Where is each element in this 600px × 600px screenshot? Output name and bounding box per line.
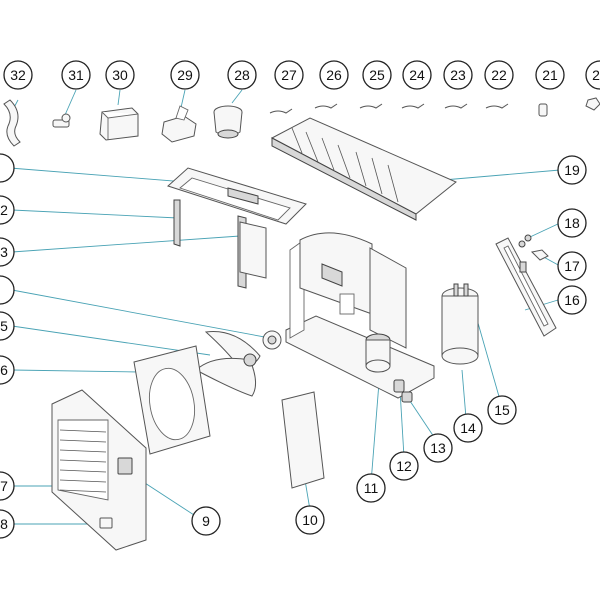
part-1-3-top-frame — [167, 167, 307, 289]
part-4-motor — [262, 330, 282, 350]
callout-27: 27 — [274, 60, 304, 90]
callout-32: 32 — [3, 60, 33, 90]
svg-text:18: 18 — [564, 215, 580, 231]
part-32-hose — [3, 99, 21, 147]
callout-16: 16 — [557, 285, 587, 315]
svg-text:29: 29 — [177, 67, 193, 83]
svg-text:10: 10 — [302, 512, 318, 528]
callout-17: 17 — [557, 251, 587, 281]
callout-23: 23 — [443, 60, 473, 90]
part-16-side-panel — [495, 237, 557, 337]
svg-text:30: 30 — [112, 67, 128, 83]
part-17-clip — [530, 249, 549, 261]
part-30-relay — [99, 107, 139, 141]
svg-text:16: 16 — [564, 292, 580, 308]
svg-text:8: 8 — [0, 516, 8, 532]
callout-7: 7 — [0, 471, 15, 501]
callout-29: 29 — [170, 60, 200, 90]
svg-text:27: 27 — [281, 67, 297, 83]
callout-19: 19 — [557, 155, 587, 185]
callout-13: 13 — [423, 433, 453, 463]
svg-text:22: 22 — [491, 67, 507, 83]
callout-20: 2 — [585, 60, 600, 90]
callout-2: 2 — [0, 195, 15, 225]
callout-25: 25 — [362, 60, 392, 90]
svg-text:31: 31 — [68, 67, 84, 83]
callout-10: 10 — [295, 505, 325, 535]
svg-text:14: 14 — [460, 420, 476, 436]
part-28-fan-motor — [213, 105, 243, 139]
callout-1 — [0, 153, 15, 183]
callout-22: 22 — [484, 60, 514, 90]
part-8-label — [99, 517, 113, 529]
callout-5: 5 — [0, 311, 15, 341]
callout-11: 11 — [356, 473, 386, 503]
svg-text:9: 9 — [202, 513, 210, 529]
part-29-clip — [161, 105, 197, 143]
callout-26: 26 — [319, 60, 349, 90]
callout-18: 18 — [557, 208, 587, 238]
svg-text:25: 25 — [369, 67, 385, 83]
svg-text:24: 24 — [409, 67, 425, 83]
part-31-valve — [52, 113, 71, 128]
part-14-heat-exchanger — [441, 283, 479, 365]
svg-text:5: 5 — [0, 318, 8, 334]
svg-text:17: 17 — [564, 258, 580, 274]
part-18-screw — [518, 234, 532, 248]
callout-4 — [0, 275, 15, 305]
part-13-valve — [401, 391, 413, 403]
svg-text:32: 32 — [10, 67, 26, 83]
svg-text:2: 2 — [592, 67, 600, 83]
callout-28: 28 — [227, 60, 257, 90]
callout-24: 24 — [402, 60, 432, 90]
callout-6: 6 — [0, 355, 15, 385]
callout-15: 15 — [487, 395, 517, 425]
svg-text:11: 11 — [364, 480, 379, 496]
callout-30: 30 — [105, 60, 135, 90]
svg-text:19: 19 — [564, 162, 580, 178]
part-19-top-panel — [270, 117, 457, 221]
part-10-panel — [281, 391, 325, 489]
part-21-connector — [538, 103, 548, 117]
callout-3: 3 — [0, 237, 15, 267]
parts-22-27-sensors — [269, 103, 509, 114]
svg-text:7: 7 — [0, 478, 8, 494]
part-5-propeller — [195, 331, 261, 397]
svg-text:21: 21 — [542, 67, 558, 83]
callout-8: 8 — [0, 509, 15, 539]
svg-text:2: 2 — [0, 202, 8, 218]
base-chassis — [285, 232, 435, 399]
part-9-controller — [117, 457, 133, 475]
part-11-compressor — [365, 333, 391, 373]
part-7-front-grille — [51, 389, 147, 551]
svg-text:12: 12 — [396, 458, 412, 474]
svg-text:23: 23 — [450, 67, 466, 83]
svg-text:3: 3 — [0, 244, 8, 260]
callout-31: 31 — [61, 60, 91, 90]
callout-9: 9 — [191, 506, 221, 536]
callout-14: 14 — [453, 413, 483, 443]
part-12-valve — [393, 379, 405, 393]
svg-text:28: 28 — [234, 67, 250, 83]
svg-text:13: 13 — [430, 440, 446, 456]
part-20-nut — [585, 97, 600, 111]
svg-text:15: 15 — [494, 402, 510, 418]
callout-21: 21 — [535, 60, 565, 90]
part-6-fan-panel — [133, 345, 211, 455]
svg-text:26: 26 — [326, 67, 342, 83]
svg-text:6: 6 — [0, 362, 8, 378]
callout-12: 12 — [389, 451, 419, 481]
